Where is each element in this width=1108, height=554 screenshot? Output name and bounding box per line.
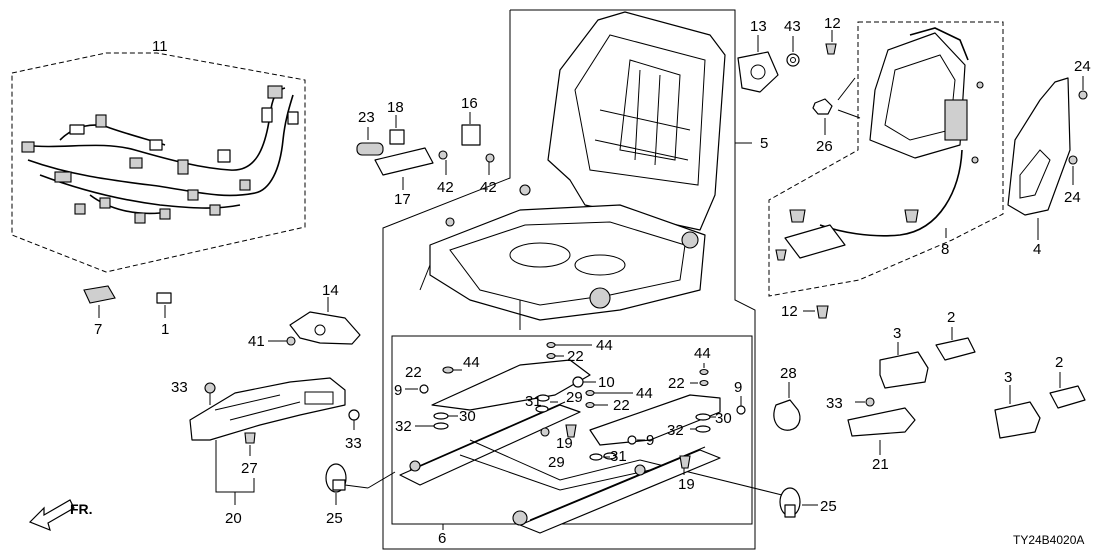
callout-31b: 31	[610, 448, 627, 465]
bolt-42a	[438, 150, 448, 175]
callout-2b: 2	[1055, 354, 1063, 371]
screw-33b	[348, 409, 360, 430]
bolt-42b	[485, 153, 495, 175]
bracket-16	[461, 112, 481, 146]
callout-18: 18	[387, 99, 404, 116]
screw-24b	[1068, 155, 1078, 185]
front-direction-arrow: FR.	[28, 499, 93, 532]
clip-12b	[803, 305, 829, 319]
callout-44b: 44	[596, 337, 613, 354]
clip-27	[244, 432, 256, 456]
callout-23: 23	[358, 109, 375, 126]
callout-26: 26	[816, 138, 833, 155]
screw-24a	[1078, 76, 1088, 100]
nut-26	[812, 77, 861, 135]
side-cover-4	[1007, 77, 1071, 240]
plate-17	[374, 147, 434, 190]
group-box-5	[382, 9, 756, 550]
callout-24a: 24	[1074, 58, 1091, 75]
wire-harness-11	[21, 85, 299, 224]
motor-13	[737, 35, 779, 93]
callout-25a: 25	[326, 510, 343, 527]
group-box-8	[768, 21, 1004, 297]
callout-6: 6	[438, 530, 446, 547]
knob-3b	[994, 385, 1041, 439]
callout-3a: 3	[893, 325, 901, 342]
callout-3b: 3	[1004, 369, 1012, 386]
front-direction-label: FR.	[70, 501, 93, 517]
callout-28: 28	[780, 365, 797, 382]
knob-3a	[879, 342, 929, 389]
callout-21: 21	[872, 456, 889, 473]
callout-33a: 33	[171, 379, 188, 396]
callout-42b: 42	[480, 179, 497, 196]
callout-4: 4	[1033, 241, 1041, 258]
back-panel-8	[775, 27, 984, 261]
callout-30a: 30	[459, 408, 476, 425]
callout-33c: 33	[826, 395, 843, 412]
callout-29a: 29	[566, 389, 583, 406]
clip-28	[773, 382, 801, 431]
callout-17: 17	[394, 191, 411, 208]
callout-12a: 12	[824, 15, 841, 32]
callout-14: 14	[322, 282, 339, 299]
spring-23	[356, 127, 384, 156]
callout-5: 5	[760, 135, 768, 152]
callout-20: 20	[225, 510, 242, 527]
seat-frame-5	[419, 11, 726, 330]
callout-12b: 12	[781, 303, 798, 320]
callout-9b: 9	[646, 432, 654, 449]
callout-32a: 32	[395, 418, 412, 435]
callout-19a: 19	[556, 435, 573, 452]
bracket-14	[268, 297, 361, 346]
callout-41: 41	[248, 333, 265, 350]
group-box-6	[391, 335, 753, 525]
group-box-11	[11, 52, 306, 273]
callout-44d: 44	[694, 345, 711, 362]
clip-12a	[825, 30, 837, 55]
callout-22b: 22	[567, 348, 584, 365]
clip-1	[156, 292, 172, 318]
callout-22c: 22	[613, 397, 630, 414]
callout-9c: 9	[734, 379, 742, 396]
callout-31a: 31	[525, 393, 542, 410]
outer-cover-20	[189, 377, 346, 505]
callout-13: 13	[750, 18, 767, 35]
callout-32b: 32	[667, 422, 684, 439]
bolt-25a	[325, 463, 396, 505]
callout-30b: 30	[715, 410, 732, 427]
callout-25b: 25	[820, 498, 837, 515]
callout-24b: 24	[1064, 189, 1081, 206]
clip-18	[389, 115, 405, 145]
callout-22a: 22	[405, 364, 422, 381]
callout-29b: 29	[548, 454, 565, 471]
callout-27: 27	[241, 460, 258, 477]
callout-19b: 19	[678, 476, 695, 493]
callout-33b: 33	[345, 435, 362, 452]
diagram-code: TY24B4020A	[1013, 533, 1084, 547]
callout-42a: 42	[437, 179, 454, 196]
callout-1: 1	[161, 321, 169, 338]
callout-22d: 22	[668, 375, 685, 392]
callout-11: 11	[152, 38, 168, 55]
cap-2a	[935, 327, 976, 361]
callout-44c: 44	[636, 385, 653, 402]
callout-10: 10	[598, 374, 615, 391]
callout-7: 7	[94, 321, 102, 338]
callout-2a: 2	[947, 309, 955, 326]
callout-9a: 9	[394, 382, 402, 399]
cover-21	[847, 407, 916, 455]
screw-33a	[204, 382, 216, 405]
connector-7	[83, 285, 116, 318]
screw-33c	[855, 397, 875, 407]
callout-44a: 44	[463, 354, 480, 371]
cap-2b	[1049, 372, 1086, 409]
seat-track-6	[399, 341, 746, 534]
callout-8: 8	[941, 241, 949, 258]
callout-43: 43	[784, 18, 801, 35]
nut-43	[786, 36, 800, 67]
callout-16: 16	[461, 95, 478, 112]
